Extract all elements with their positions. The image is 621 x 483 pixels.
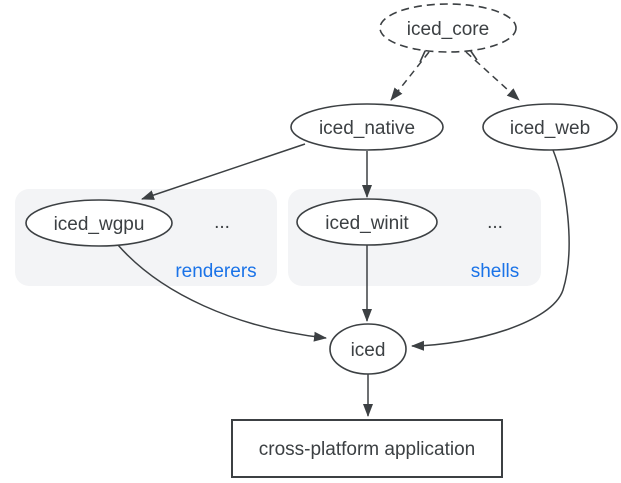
renderers-ellipsis: ... <box>214 212 230 233</box>
node-iced-native <box>290 103 444 151</box>
renderers-group-label: renderers <box>175 261 256 282</box>
cross-platform-application-label: cross-platform application <box>259 439 475 460</box>
node-iced-winit-label: iced_winit <box>325 213 409 234</box>
shells-group-label: shells <box>471 261 520 282</box>
node-cross-platform-application <box>231 419 503 478</box>
edge-web-to-iced <box>411 149 570 351</box>
edge-wgpu-to-iced <box>117 244 327 342</box>
node-iced-web-label: iced_web <box>510 118 590 139</box>
node-iced-winit <box>296 198 438 246</box>
node-iced-core <box>379 3 517 53</box>
edge-core-to-web <box>465 51 520 101</box>
shells-ellipsis: ... <box>487 212 503 233</box>
node-iced <box>329 323 407 375</box>
node-iced-wgpu <box>25 199 173 247</box>
edge-native-to-wgpu <box>141 143 306 200</box>
node-iced-web <box>482 103 618 151</box>
edge-core-to-native <box>390 51 430 101</box>
chevron-arrowhead-core-left <box>414 48 428 63</box>
node-iced-label: iced <box>351 340 386 361</box>
node-iced-wgpu-label: iced_wgpu <box>54 214 145 235</box>
node-iced-core-label: iced_core <box>407 19 489 40</box>
node-iced-native-label: iced_native <box>319 118 415 139</box>
